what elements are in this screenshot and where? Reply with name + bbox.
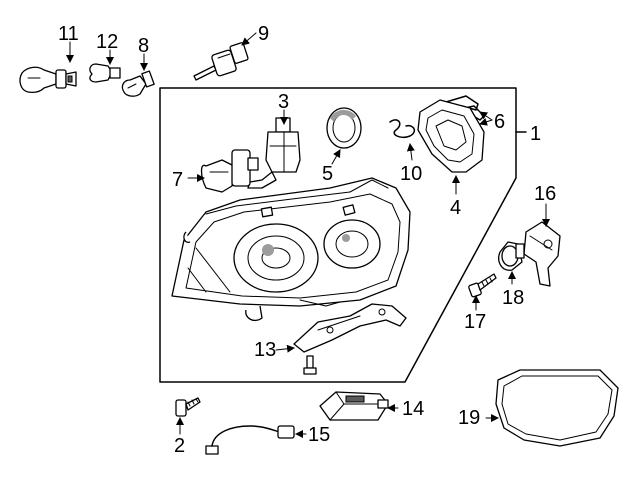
callout-18: 18 [502,287,524,309]
cover-4-part [417,99,485,173]
gasket-19-part [495,369,619,447]
callout-1: 1 [530,123,541,145]
callout-19: 19 [458,407,480,429]
socket-3-part [247,117,301,189]
headlamp-assembly-outline [159,87,517,383]
callout-14: 14 [402,398,424,420]
callout-4: 4 [450,197,461,219]
callout-12: 12 [96,31,118,53]
grommet-5-part [326,107,362,149]
callout-7: 7 [172,169,183,191]
bulb-9-part [193,42,249,81]
callout-9: 9 [258,23,269,45]
callout-17: 17 [464,311,486,333]
callout-13: 13 [254,339,276,361]
ballast-14-part [319,391,389,421]
bulb-12-part [89,63,121,83]
bulb-7-part [200,149,259,193]
bracket-16-part [523,221,561,287]
callout-11: 11 [58,23,79,45]
callout-16: 16 [534,183,556,205]
callout-5: 5 [322,163,333,185]
bulb-11-part [19,66,77,94]
clip-10-part [389,119,416,139]
harness-15-part [205,425,295,455]
bulb-8-part [121,70,155,97]
callout-15: 15 [308,424,330,446]
headlamp-housing-part [171,177,411,322]
screw-13-part [303,355,317,375]
callout-3: 3 [278,91,289,113]
callout-8: 8 [138,35,149,57]
callout-6: 6 [494,111,505,133]
bolt-17-part [468,273,497,298]
bolt-2-part [175,397,201,417]
bracket-13-part [293,303,407,353]
callout-10: 10 [400,163,422,185]
motor-18-part [498,241,525,271]
callout-2: 2 [174,435,185,457]
